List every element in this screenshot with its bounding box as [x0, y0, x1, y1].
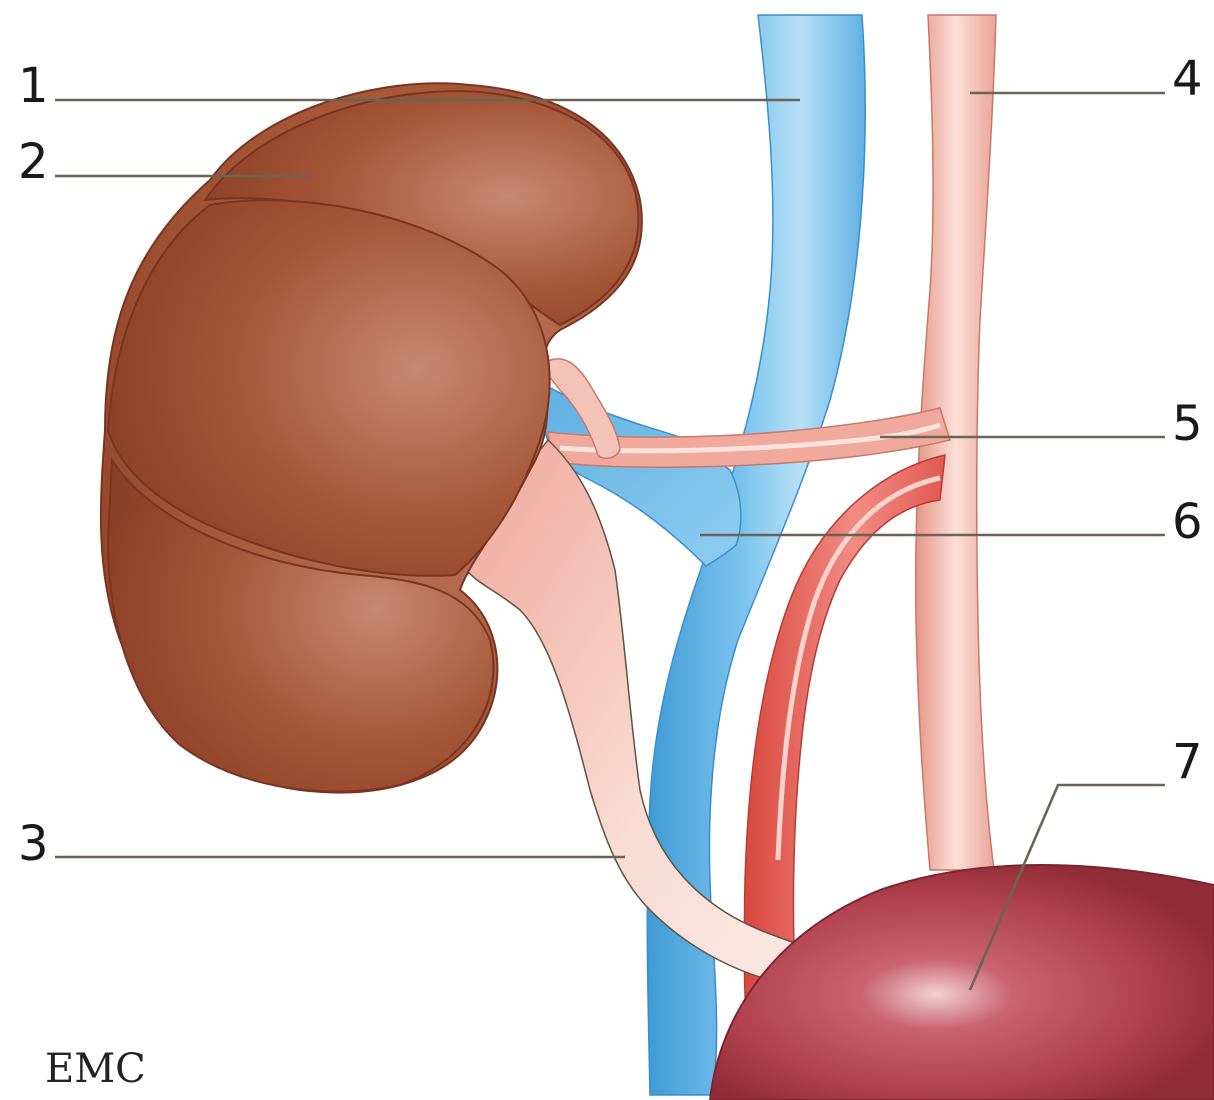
label-7: 7	[1172, 734, 1203, 790]
label-4: 4	[1172, 51, 1203, 107]
label-6: 6	[1172, 494, 1203, 550]
label-3: 3	[18, 816, 49, 872]
label-5: 5	[1172, 396, 1203, 452]
emc-logo: EMC	[45, 1046, 146, 1092]
label-2: 2	[18, 134, 49, 190]
label-1: 1	[18, 58, 49, 114]
